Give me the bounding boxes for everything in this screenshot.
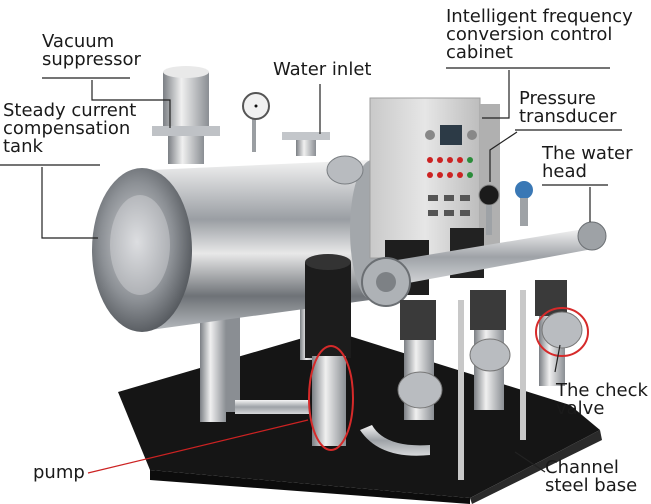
check-valve xyxy=(397,311,583,409)
label-vacuum-suppressor: Vacuum suppressor xyxy=(42,31,141,70)
label-steady-current-tank: Steady current compensation tank xyxy=(3,100,137,157)
label-channel-steel-base: Channel steel base xyxy=(545,457,638,496)
water-head-manifold xyxy=(361,221,607,307)
channel-steel-base xyxy=(118,330,602,504)
label-water-inlet: Water inlet xyxy=(273,59,372,80)
water-inlet xyxy=(242,92,364,185)
label-water-head: The water head xyxy=(542,143,633,182)
label-control-cabinet: Intelligent frequency conversion control… xyxy=(446,6,633,63)
highlight-ellipses xyxy=(308,307,589,451)
pressure-transducer xyxy=(478,181,533,235)
label-check-valve: The check valve xyxy=(556,380,648,419)
label-pump: pump xyxy=(33,462,85,483)
vacuum-suppressor xyxy=(152,66,220,164)
label-pressure-transducer: Pressure transducer xyxy=(519,88,617,127)
